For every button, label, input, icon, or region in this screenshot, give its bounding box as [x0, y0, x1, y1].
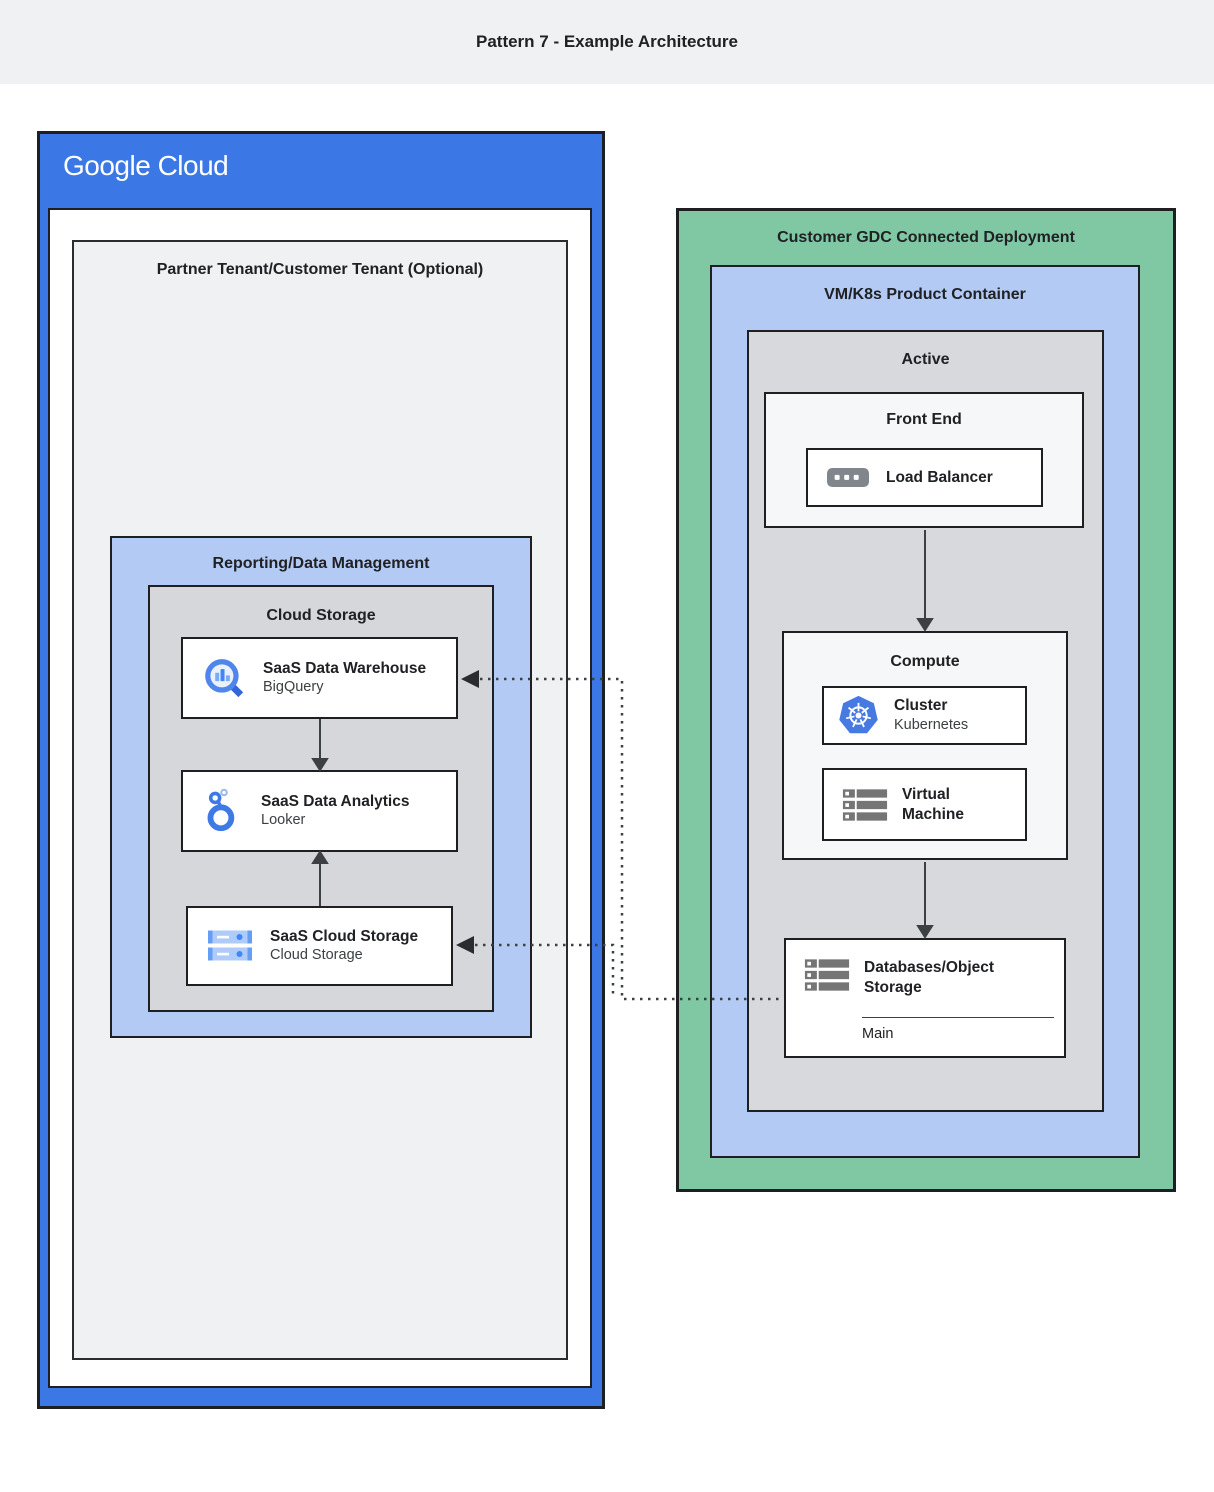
title-bar: Pattern 7 - Example Architecture — [0, 0, 1214, 84]
node-subtitle: Cloud Storage — [270, 947, 363, 964]
looker-icon — [207, 788, 235, 832]
vm-k8s-label: VM/K8s Product Container — [824, 286, 1026, 303]
node-sublabel: Main — [862, 1026, 894, 1042]
node-title: SaaS Data Warehouse — [263, 659, 427, 677]
page-title: Pattern 7 - Example Architecture — [475, 32, 738, 51]
saas-data-warehouse-node: SaaS Data Warehouse BigQuery — [181, 637, 458, 719]
virtual-machine-node: Virtual Machine — [822, 768, 1027, 841]
cloud-storage-group-label: Cloud Storage — [266, 607, 376, 624]
partner-tenant-label: Partner Tenant/Customer Tenant (Optional… — [156, 261, 484, 278]
node-text: SaaS Data Warehouse BigQuery — [263, 659, 426, 698]
front-end-label: Front End — [886, 411, 962, 428]
node-subtitle: BigQuery — [263, 679, 324, 696]
node-text: Cluster Kubernetes — [894, 696, 968, 735]
database-storage-icon — [804, 959, 850, 991]
reporting-label: Reporting/Data Management — [212, 555, 430, 572]
node-title: Virtual Machine — [902, 785, 965, 823]
saas-data-analytics-node: SaaS Data Analytics Looker — [181, 770, 458, 852]
node-subtitle: Looker — [261, 812, 306, 829]
saas-cloud-storage-node: SaaS Cloud Storage Cloud Storage — [186, 906, 453, 986]
node-text: SaaS Cloud Storage Cloud Storage — [270, 927, 418, 966]
active-label: Active — [901, 351, 950, 368]
node-title: Load Balancer — [886, 468, 993, 486]
cloud-storage-icon — [208, 930, 252, 961]
node-text: SaaS Data Analytics Looker — [261, 792, 409, 831]
load-balancer-icon — [827, 467, 869, 488]
node-title: Cluster — [894, 697, 948, 715]
divider — [862, 1017, 1054, 1018]
cluster-node: Cluster Kubernetes — [822, 686, 1027, 745]
load-balancer-node: Load Balancer — [806, 448, 1043, 507]
kubernetes-icon — [839, 695, 878, 734]
compute-label: Compute — [890, 653, 960, 670]
google-cloud-logo: Google Cloud — [63, 150, 229, 181]
node-title: SaaS Cloud Storage — [270, 927, 419, 945]
node-title: Databases/Object Storage — [864, 959, 995, 996]
node-title: SaaS Data Analytics — [261, 792, 410, 810]
databases-object-storage-node: Databases/Object Storage Main — [784, 938, 1066, 1058]
node-subtitle: Kubernetes — [894, 716, 969, 733]
customer-gdc-label: Customer GDC Connected Deployment — [777, 229, 1075, 246]
virtual-machine-icon — [842, 788, 888, 821]
bigquery-icon — [205, 659, 244, 698]
